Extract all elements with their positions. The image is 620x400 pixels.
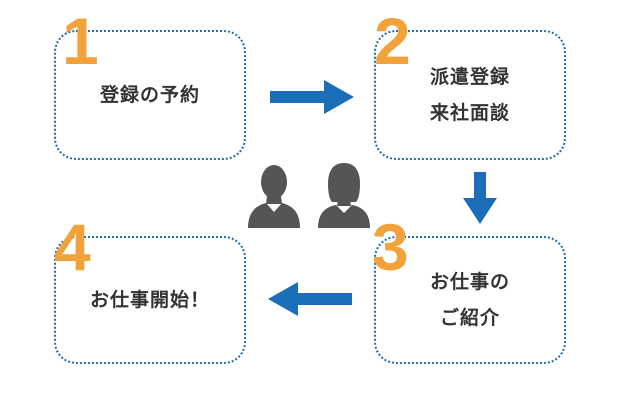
step-1-label: 登録の予約	[99, 84, 200, 106]
person-female-icon	[318, 163, 370, 228]
step-2-number: 2	[374, 4, 411, 78]
step-2-label-line-1: 派遣登録	[429, 66, 510, 88]
step-3-number: 3	[372, 210, 409, 284]
step-2-label-line-2: 来社面談	[429, 102, 510, 124]
step-1-box: 登録の予約	[54, 30, 246, 160]
step-3-box: お仕事の ご紹介	[374, 236, 566, 364]
step-2-box: 派遣登録 来社面談	[374, 30, 566, 160]
step-4-number: 4	[54, 210, 91, 284]
step-3-label-line-2: ご紹介	[439, 307, 500, 329]
step-3-label-line-1: お仕事の	[429, 271, 510, 293]
step-1-number: 1	[62, 4, 99, 78]
arrow-right-icon	[270, 80, 354, 114]
arrow-left-icon	[268, 282, 352, 316]
step-4-label: お仕事開始！	[89, 289, 210, 311]
person-male-icon	[248, 165, 300, 228]
step-4-box: お仕事開始！	[54, 236, 246, 364]
arrow-down-icon	[463, 172, 497, 224]
